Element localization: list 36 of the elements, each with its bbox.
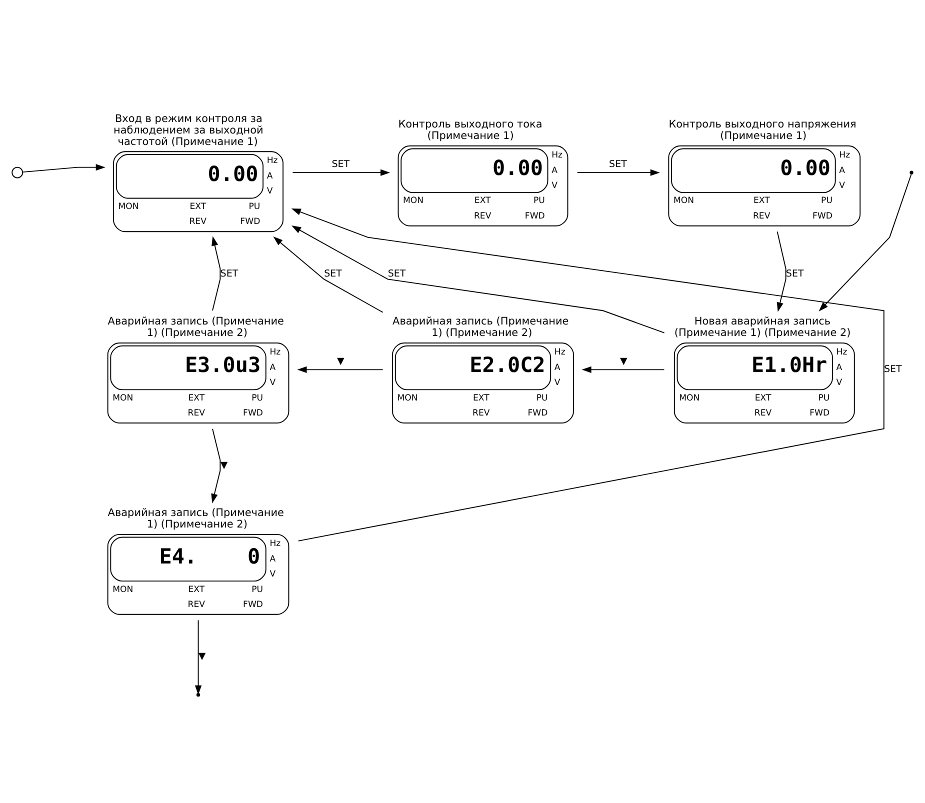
arrow xyxy=(292,225,665,333)
edge-label: ▼ xyxy=(336,355,344,366)
node-circle xyxy=(12,166,24,178)
edge-label: SET xyxy=(220,268,238,279)
arrow xyxy=(291,208,884,541)
node-box: E1.0Hr Hz A V MON EXT PU REV FWD xyxy=(674,342,855,423)
edge-label: SET xyxy=(388,268,406,279)
node-label: Аварийная запись (Примечание 1) (Примечание 2) xyxy=(108,315,284,339)
arrow xyxy=(273,236,384,312)
edge-label: SET xyxy=(609,158,627,170)
edge-label: SET xyxy=(332,158,350,170)
arrow xyxy=(297,366,384,373)
node-box: E3.0u3 Hz A V MON EXT PU REV FWD xyxy=(107,342,290,423)
arrow xyxy=(22,164,106,172)
edge-label: SET xyxy=(884,364,902,375)
edge-label: ▼ xyxy=(198,650,206,662)
edge-label: SET xyxy=(786,268,804,279)
edge-label: SET xyxy=(324,268,342,279)
edge-label: ▼ xyxy=(620,355,628,366)
arrow xyxy=(211,428,221,503)
arrow xyxy=(194,619,202,694)
edge-label: ▼ xyxy=(220,459,228,470)
arrow xyxy=(212,236,221,310)
node-box: E4. 0 Hz A V MON EXT PU REV FWD xyxy=(107,533,290,614)
node-label: Контроль выходного напряжения (Примечание 1) xyxy=(668,118,856,142)
node-label: Контроль выходного тока (Примечание 1) xyxy=(398,118,542,142)
node-box: E2.0C2 Hz A V MON EXT PU REV FWD xyxy=(392,342,574,423)
arrow xyxy=(582,366,665,373)
arrow xyxy=(292,168,390,176)
node-label: Аварийная запись (Примечание 1) (Примечание 2) xyxy=(392,315,569,339)
arrow xyxy=(818,173,912,311)
arrow xyxy=(776,230,786,312)
node-label: Новая аварийная запись (Примечание 1) (Примечание 2) xyxy=(674,315,851,339)
node-label: Аварийная запись (Примечание 1) (Примечание 2) xyxy=(108,506,284,530)
node-label: Вход в режим контроля за наблюдением за выходной частотой (Примечание 1) xyxy=(114,112,264,148)
arrow xyxy=(576,168,660,176)
